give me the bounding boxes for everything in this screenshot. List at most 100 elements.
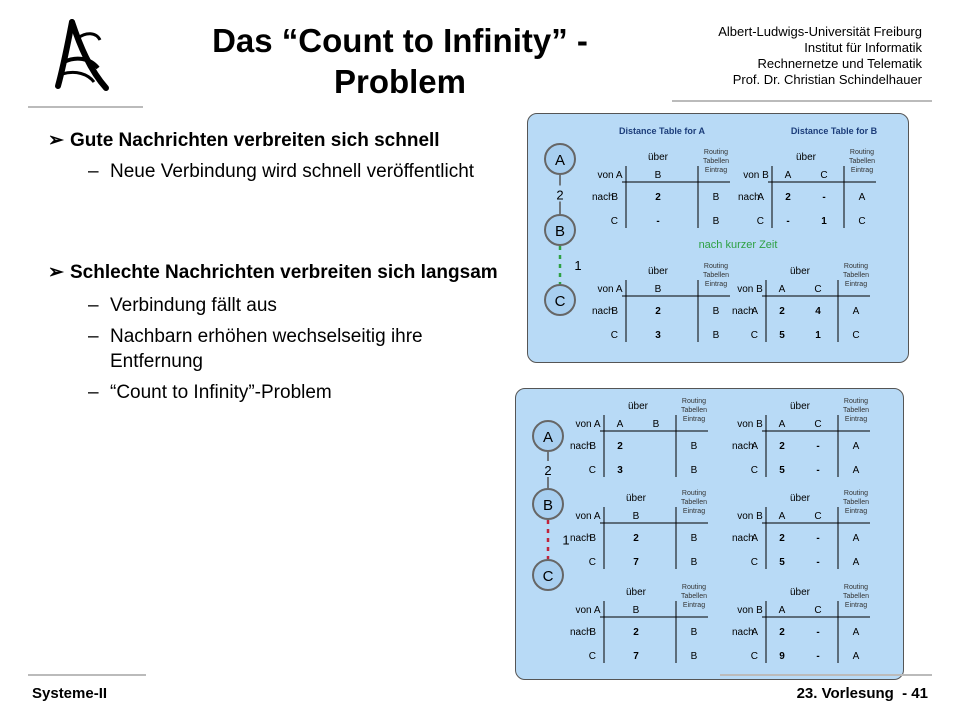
dash-bullet: – (88, 161, 99, 182)
column-header: A (779, 284, 786, 295)
distance-value: - (656, 216, 659, 227)
sub-bullet: – Verbindung fällt aus (48, 293, 498, 318)
row-destination: A (751, 306, 758, 317)
distance-value: - (816, 533, 819, 544)
column-header: B (653, 419, 660, 430)
distance-value: 9 (779, 651, 785, 662)
routing-entry-value: A (859, 192, 866, 203)
column-header: A (779, 419, 786, 430)
distance-value: 2 (779, 441, 785, 452)
von-label: von B (737, 419, 763, 430)
bullet-bad-news: ➢ Schlechte Nachrichten verbreiten sich … (48, 260, 498, 285)
sub-bullet: – “Count to Infinity”-Problem (48, 380, 498, 405)
routing-entry-value: A (853, 651, 860, 662)
column-header: C (820, 170, 827, 181)
von-label: von B (737, 511, 763, 522)
routing-entry-value: B (691, 627, 698, 638)
title-line-2: Problem (333, 63, 467, 100)
uber-label: über (648, 266, 669, 277)
uber-label: über (790, 493, 811, 504)
university-logo-icon (55, 19, 109, 91)
row-destination: B (611, 306, 618, 317)
nach-label: nach (732, 627, 754, 638)
distance-value: - (816, 651, 819, 662)
routing-entry-value: A (853, 533, 860, 544)
node-label: A (555, 152, 565, 169)
routing-entry-label: Eintrag (683, 602, 705, 609)
nach-label: nach (592, 192, 614, 203)
routing-entry-label: Routing (682, 584, 706, 591)
sub-bullet-text: Neue Verbindung wird schnell veröffentli… (110, 161, 475, 182)
distance-table-a-header: Distance Table for A (619, 126, 706, 136)
routing-entry-label: Tabellen (703, 158, 729, 165)
row-destination: B (589, 627, 596, 638)
distance-value: 4 (815, 306, 821, 317)
distance-value: 5 (779, 557, 785, 568)
nach-label: nach (738, 192, 760, 203)
distance-value: 2 (779, 306, 785, 317)
uber-label: über (628, 401, 649, 412)
row-destination: A (751, 441, 758, 452)
distance-value: - (822, 192, 825, 203)
distance-value: 2 (785, 192, 791, 203)
routing-entry-label: Eintrag (845, 281, 867, 288)
edge-weight-a-b: 2 (544, 463, 551, 478)
routing-entry-value: B (713, 192, 720, 203)
routing-entry-label: Routing (704, 263, 728, 270)
arrow-bullet-icon: ➢ (48, 130, 64, 151)
row-destination: A (751, 533, 758, 544)
routing-entry-label: Tabellen (681, 593, 707, 600)
routing-entry-label: Tabellen (843, 272, 869, 279)
distance-value: 3 (617, 465, 623, 476)
distance-value: 2 (617, 441, 623, 452)
row-destination: B (589, 441, 596, 452)
row-destination: C (589, 557, 596, 568)
distance-value: - (816, 465, 819, 476)
column-header: B (633, 511, 640, 522)
distance-value: 2 (633, 627, 639, 638)
routing-entry-label: Eintrag (851, 167, 873, 174)
routing-entry-value: A (853, 557, 860, 568)
distance-value: 2 (633, 533, 639, 544)
distance-value: - (816, 441, 819, 452)
column-header: C (814, 511, 821, 522)
edge-label-background (540, 461, 556, 477)
column-header: C (814, 284, 821, 295)
distance-table-panel-1: Distance Table for A Distance Table for B… (527, 113, 909, 363)
distance-table-b-header: Distance Table for B (791, 126, 878, 136)
routing-entry-label: Eintrag (683, 416, 705, 423)
network-node (532, 420, 564, 452)
header-rule-right (672, 100, 932, 102)
nach-label: nach (570, 533, 592, 544)
column-header: C (814, 419, 821, 430)
column-header: A (617, 419, 624, 430)
network-node (532, 559, 564, 591)
institution-line: Rechnernetze und Telematik (757, 56, 922, 71)
nach-label: nach (592, 306, 614, 317)
title-line-1: Das “Count to Infinity” - (212, 22, 588, 59)
node-label: B (543, 497, 553, 514)
sub-bullet: – Neue Verbindung wird schnell veröffent… (48, 159, 498, 184)
routing-entry-label: Tabellen (849, 158, 875, 165)
bullet-good-news: ➢ Gute Nachrichten verbreiten sich schne… (48, 128, 498, 153)
node-label: C (543, 568, 554, 585)
distance-value: 5 (779, 465, 785, 476)
von-label: von B (737, 284, 763, 295)
arrow-bullet-icon: ➢ (48, 262, 64, 283)
distance-value: 5 (779, 330, 785, 341)
distance-value: 7 (633, 557, 639, 568)
routing-entry-label: Tabellen (843, 407, 869, 414)
distance-value: 2 (655, 306, 661, 317)
uber-label: über (648, 152, 669, 163)
institution-line: Institut für Informatik (804, 40, 922, 55)
column-header: C (814, 605, 821, 616)
institution-block: Albert-Ludwigs-Universität Freiburg Inst… (718, 24, 922, 88)
row-destination: C (589, 651, 596, 662)
